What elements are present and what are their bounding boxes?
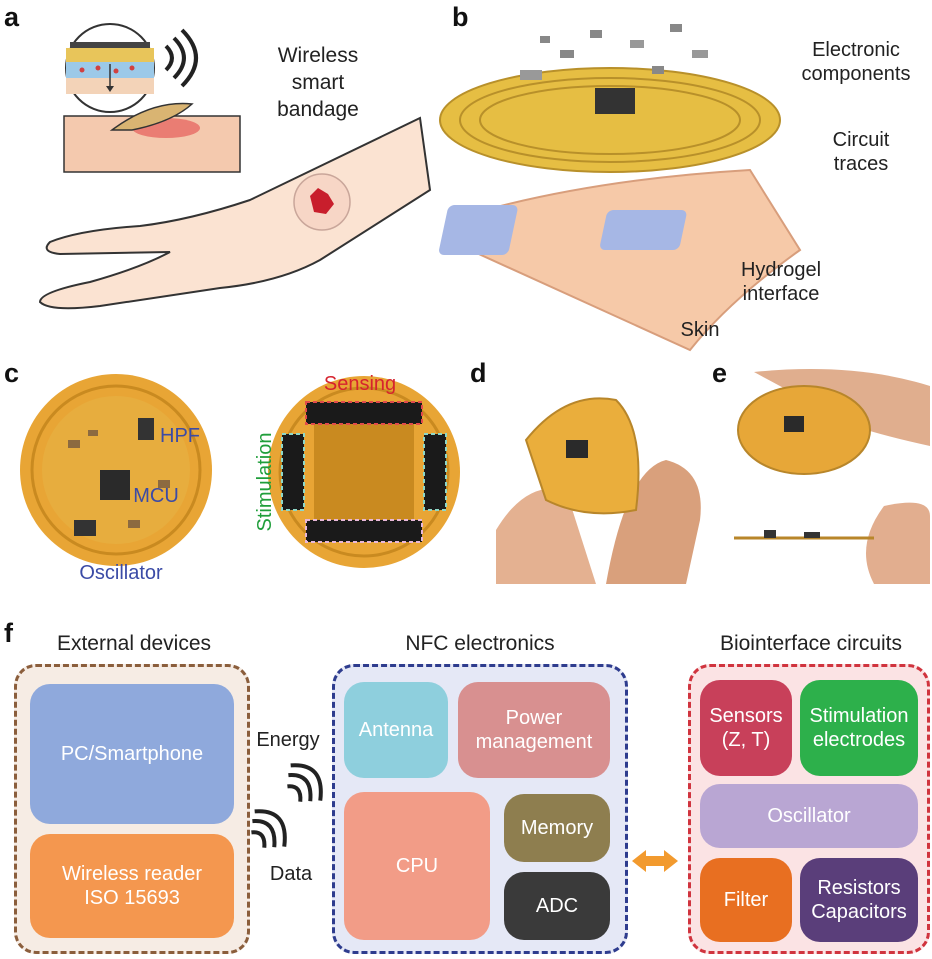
biointerface-circuits-title: Biointerface circuits (719, 632, 903, 655)
power-management-block: Power management (458, 682, 610, 778)
block-text: Stimulation (809, 705, 909, 727)
panel-label-e: e (712, 358, 728, 388)
panel-label-b: b (452, 2, 469, 32)
panel-label-d: d (470, 358, 487, 388)
caption-line: Wireless (277, 44, 359, 67)
external-devices-title: External devices (56, 632, 212, 655)
block-text: CPU (395, 855, 439, 877)
device-back-photo (268, 376, 460, 568)
bandage-caption: Wireless smart bandage (258, 42, 378, 123)
layer-label-line: traces (833, 153, 889, 175)
block-text: Oscillator (767, 805, 851, 827)
hpf-label: HPF (160, 425, 200, 447)
caption-line: smart (291, 71, 345, 94)
block-text: management (475, 731, 593, 753)
block-text: Sensors (709, 705, 783, 727)
layer-label-line: Circuit (832, 129, 890, 151)
data-wireless-icon (251, 809, 287, 848)
bidirectional-arrow-icon (632, 850, 678, 872)
pc-smartphone-block: PC/Smartphone (30, 684, 234, 824)
layer-label-traces: Circuit traces (806, 128, 916, 176)
block-text: Power (505, 707, 563, 729)
block-text: (Z, T) (721, 729, 771, 751)
layer-label-line: interface (742, 283, 820, 305)
layer-label-line: components (801, 63, 911, 85)
caption-line: bandage (277, 98, 359, 121)
wrist-bandage-illustration (38, 23, 432, 310)
block-text: Wireless reader (61, 863, 203, 885)
layer-label-components: Electronic components (786, 38, 926, 86)
panel-label-a: a (4, 2, 20, 32)
block-text: Capacitors (811, 901, 907, 923)
layer-label-skin: Skin (660, 318, 740, 342)
panel-label-f: f (4, 618, 13, 648)
layer-label-hydrogel: Hydrogel interface (716, 258, 846, 306)
block-text: PC/Smartphone (60, 743, 204, 765)
layer-stack-illustration (439, 24, 802, 352)
data-label: Data (269, 863, 313, 885)
block-text: electrodes (812, 729, 906, 751)
wireless-reader-block: Wireless reader ISO 15693 (30, 834, 234, 938)
block-text: Resistors (817, 877, 901, 899)
fingers-holding-device-photo (486, 370, 710, 584)
stimulation-electrodes-block: Stimulation electrodes (800, 680, 918, 776)
cpu-block: CPU (344, 792, 490, 940)
block-text: Filter (723, 889, 769, 911)
mcu-label: MCU (133, 485, 179, 507)
panel-label-c: c (4, 358, 20, 388)
adc-block: ADC (504, 872, 610, 940)
filter-block: Filter (700, 858, 792, 942)
layer-label-line: Hydrogel (740, 259, 822, 281)
thin-device-photos (734, 366, 930, 584)
sensors-block: Sensors (Z, T) (700, 680, 792, 776)
layer-label-line: Electronic (812, 39, 900, 61)
stimulation-label: Stimulation (254, 432, 276, 532)
sensing-label: Sensing (323, 373, 397, 395)
block-text: Memory (520, 817, 594, 839)
block-text: ADC (535, 895, 579, 917)
antenna-block: Antenna (344, 682, 448, 778)
layer-label-line: Skin (680, 319, 720, 341)
energy-wireless-icon (287, 763, 323, 802)
block-text: ISO 15693 (84, 887, 180, 909)
energy-label: Energy (256, 729, 320, 751)
resistors-capacitors-block: Resistors Capacitors (800, 858, 918, 942)
memory-block: Memory (504, 794, 610, 862)
block-text: Antenna (358, 719, 434, 741)
oscillator-label: Oscillator (79, 562, 163, 584)
device-front-photo (20, 374, 212, 566)
nfc-electronics-title: NFC electronics (405, 632, 555, 655)
oscillator-block: Oscillator (700, 784, 918, 848)
